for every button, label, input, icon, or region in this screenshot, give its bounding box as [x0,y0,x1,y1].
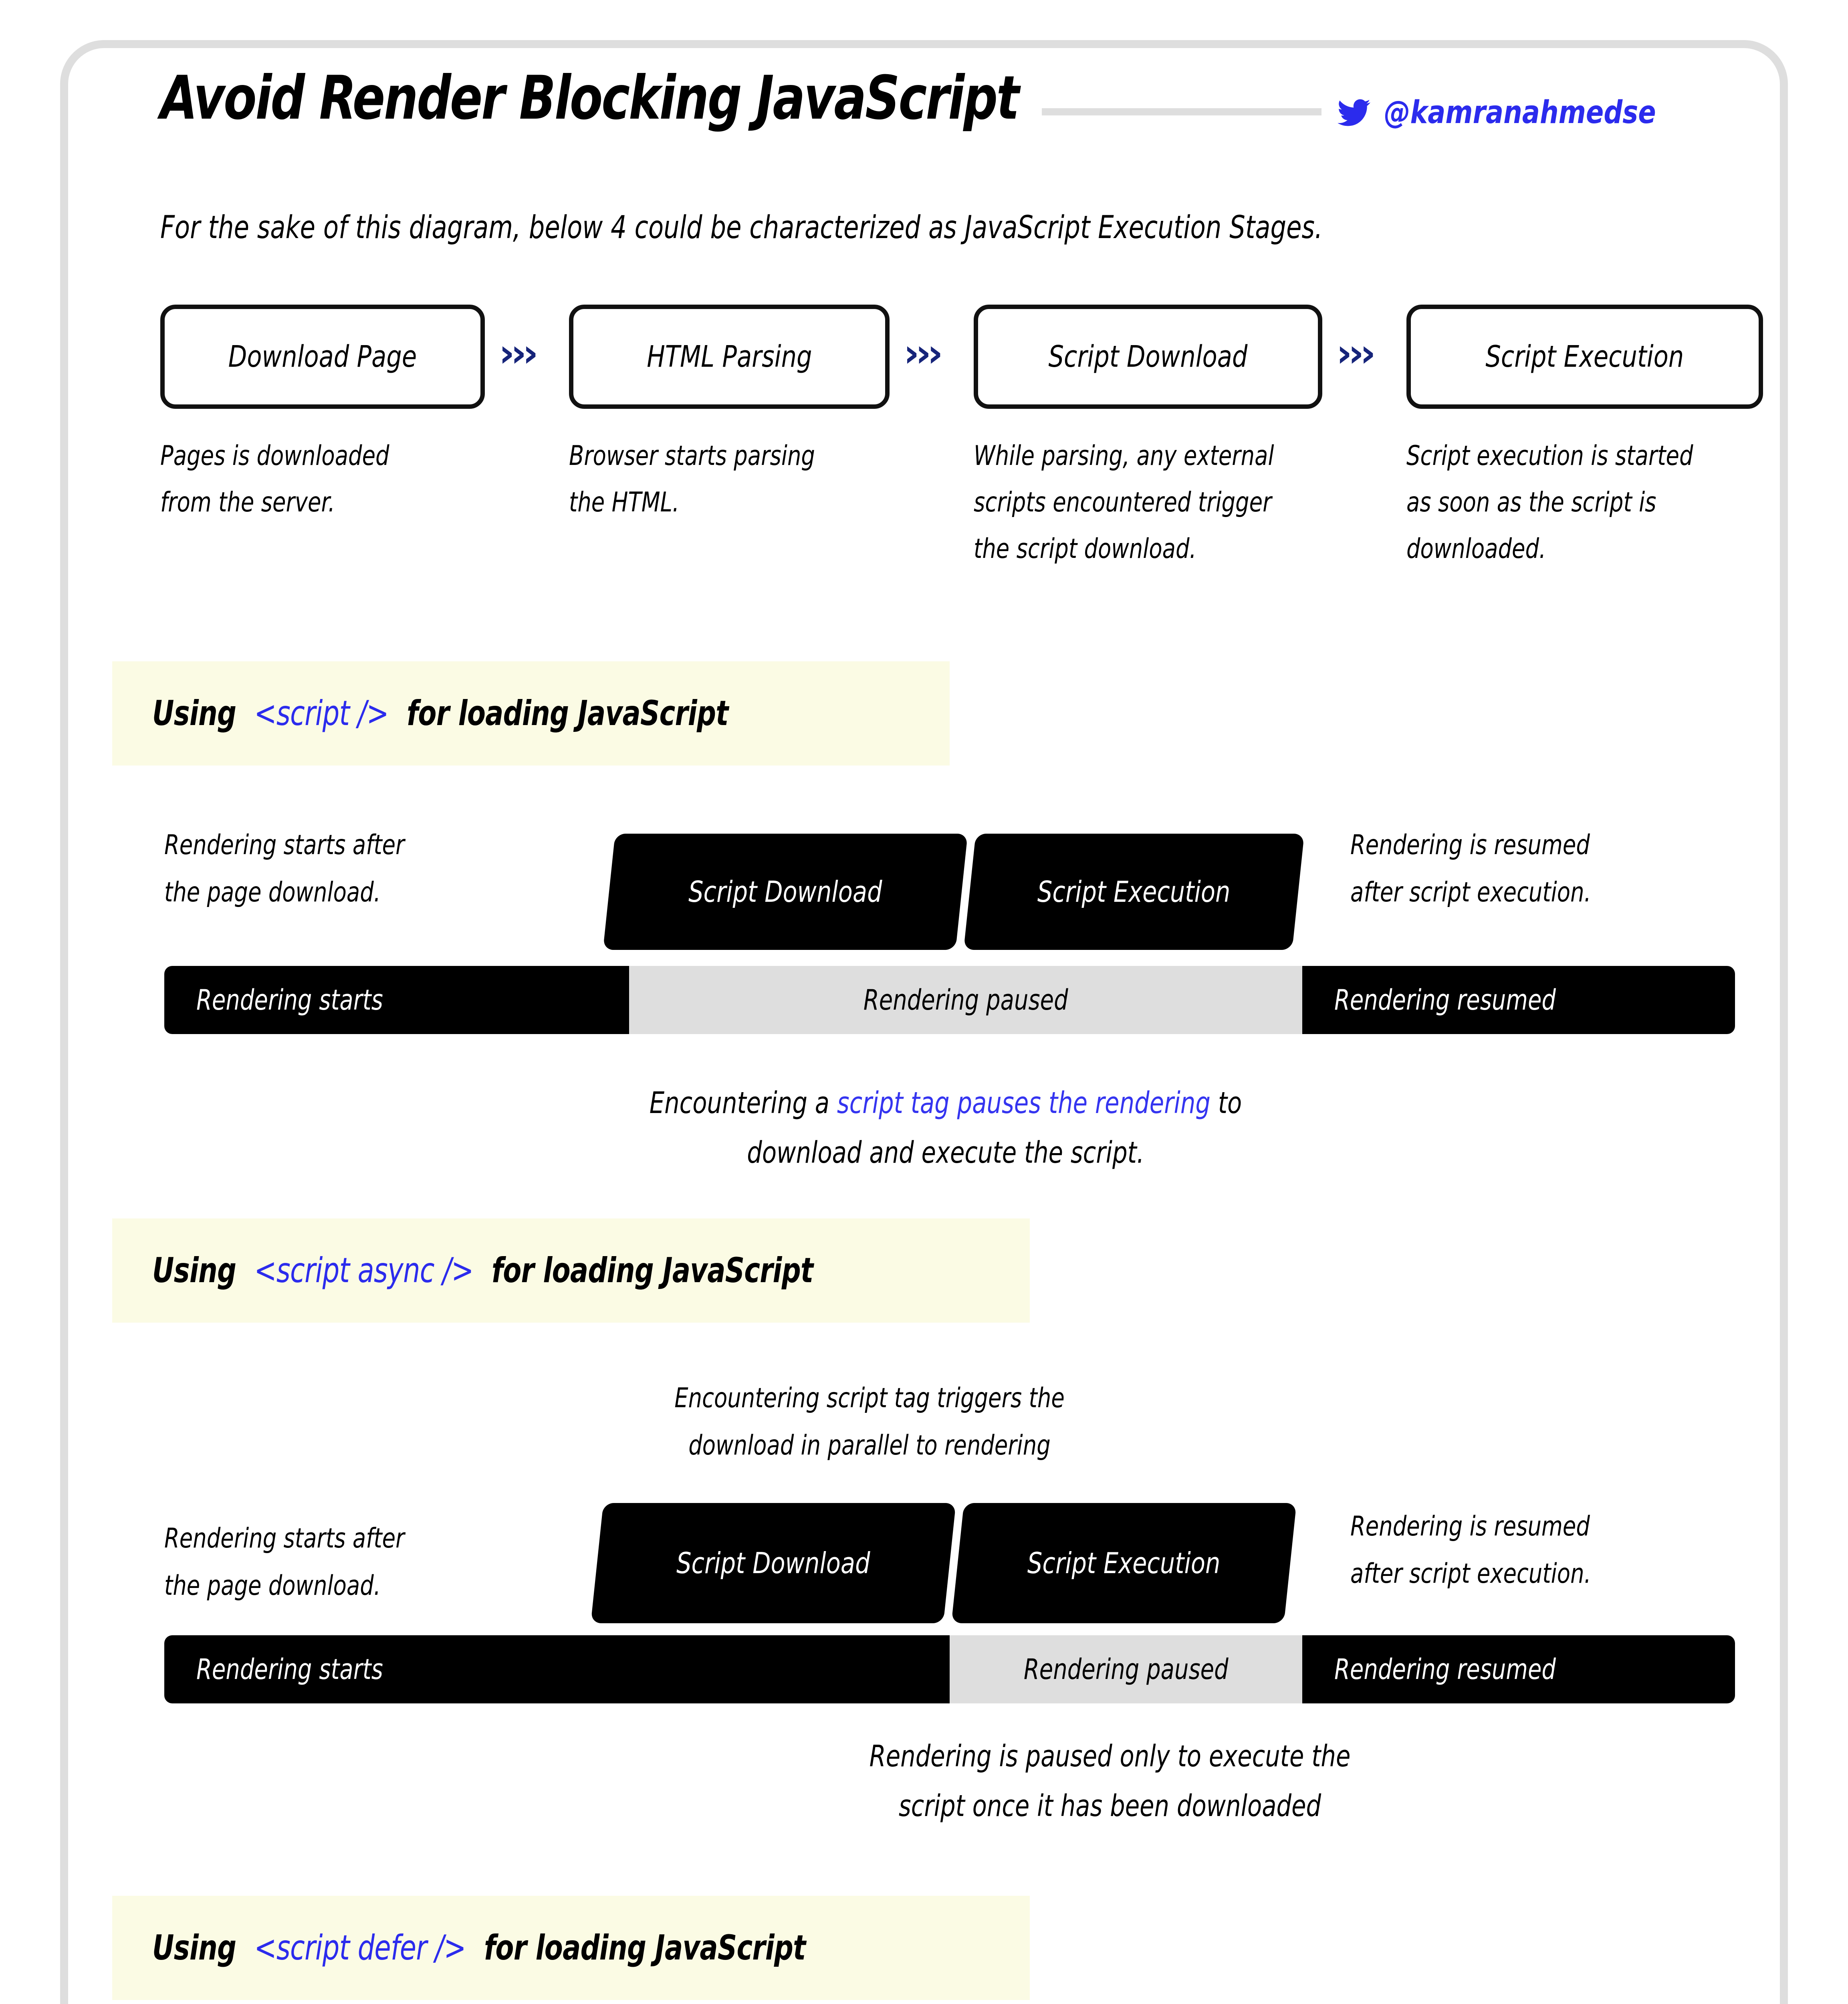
band-prefix: Using [152,1250,254,1291]
timeline-label: Rendering resumed [1334,984,1556,1016]
stage-separator-1: ››› [499,331,539,376]
stage-row: Download Page ››› HTML Parsing ››› Scrip… [160,305,1763,409]
timeline-label: Rendering starts [196,1653,383,1686]
stage-box-download-page[interactable]: Download Page [160,305,485,409]
band-text-script: Using <script /> for loading JavaScript [152,693,728,733]
timeline-async: Rendering starts Rendering paused Render… [164,1635,1735,1703]
band-prefix: Using [152,1928,254,1968]
timeline-seg-rendering-paused: Rendering paused [629,966,1302,1034]
caption-line-2: download and execute the script. [747,1135,1144,1170]
timeline-label: Rendering paused [1023,1653,1229,1686]
caption-highlight: script tag pauses the rendering [837,1086,1211,1120]
note-right-script: Rendering is resumed after script execut… [1350,829,1591,908]
band-code-script: <script /> [254,693,389,733]
page-title: Avoid Render Blocking JavaScript [160,68,1031,128]
stage-desc-html-parsing: Browser starts parsing the HTML. [569,440,815,518]
stage-desc-script-execution: Script execution is started as soon as t… [1406,440,1693,565]
band-text-defer: Using <script defer /> for loading JavaS… [152,1928,806,1968]
band-suffix: for loading JavaScript [388,693,728,733]
section-band-defer: Using <script defer /> for loading JavaS… [112,1896,1030,2000]
note-right-async: Rendering is resumed after script execut… [1350,1511,1591,1590]
caption-line-2: script once it has been downloaded [898,1789,1321,1823]
bar-script-execution-1: Script Execution [963,834,1305,950]
bar-label: Script Execution [1037,875,1231,909]
stage-label: HTML Parsing [646,339,812,374]
header-divider [1042,108,1402,115]
bar-script-download-1: Script Download [603,834,968,950]
caption-script: Encountering a script tag pauses the ren… [625,1078,1266,1178]
caption-text-a: Encountering a [649,1086,837,1120]
timeline-label: Rendering paused [863,984,1068,1016]
caption-text-b: to [1210,1086,1242,1120]
stage-separator-3: ››› [1336,331,1376,376]
stage-separator-2: ››› [904,331,943,376]
timeline-seg-rendering-resumed: Rendering resumed [1302,1635,1735,1703]
stage-box-html-parsing[interactable]: HTML Parsing [569,305,890,409]
note-top-async: Encountering script tag triggers the dow… [674,1382,1065,1461]
note-left-script: Rendering starts after the page download… [164,829,405,908]
stage-desc-download-page: Pages is downloaded from the server. [160,440,389,518]
stage-label: Download Page [228,339,417,374]
bar-script-execution-2: Script Execution [951,1503,1297,1623]
bar-label: Script Download [676,1546,870,1580]
stage-label: Script Execution [1485,339,1684,374]
author-handle-group[interactable]: @kamranahmedse [1321,96,1708,129]
twitter-handle-text: @kamranahmedse [1384,95,1656,131]
bar-label: Script Execution [1027,1546,1221,1580]
bar-label: Script Download [688,875,882,909]
band-code-defer: <script defer /> [254,1928,466,1968]
twitter-bird-icon [1338,99,1371,126]
stage-box-script-download[interactable]: Script Download [974,305,1322,409]
intro-text: For the sake of this diagram, below 4 co… [160,210,1323,246]
band-prefix: Using [152,693,254,733]
caption-line-1: Encountering a script tag pauses the ren… [625,1078,1266,1128]
timeline-seg-rendering-paused: Rendering paused [950,1635,1302,1703]
band-code-async: <script async /> [254,1250,474,1291]
header: Avoid Render Blocking JavaScript @kamran… [68,48,1780,172]
stage-desc-script-download: While parsing, any external scripts enco… [974,440,1274,565]
bar-script-download-2: Script Download [591,1503,956,1623]
stage-box-script-execution[interactable]: Script Execution [1406,305,1763,409]
timeline-seg-rendering-resumed: Rendering resumed [1302,966,1735,1034]
band-text-async: Using <script async /> for loading JavaS… [152,1250,813,1291]
caption-async: Rendering is paused only to execute the … [821,1731,1398,1831]
caption-line-1: Rendering is paused only to execute the [869,1739,1351,1774]
timeline-seg-rendering-starts: Rendering starts [164,966,629,1034]
stage-label: Script Download [1048,339,1248,374]
infographic-card: Avoid Render Blocking JavaScript @kamran… [60,40,1788,2004]
note-left-async: Rendering starts after the page download… [164,1523,405,1602]
section-band-async: Using <script async /> for loading JavaS… [112,1218,1030,1323]
timeline-seg-rendering-starts: Rendering starts [164,1635,950,1703]
timeline-script: Rendering starts Rendering paused Render… [164,966,1735,1034]
timeline-label: Rendering resumed [1334,1653,1556,1686]
band-suffix: for loading JavaScript [473,1250,813,1291]
timeline-label: Rendering starts [196,984,383,1016]
section-band-script: Using <script /> for loading JavaScript [112,661,950,766]
band-suffix: for loading JavaScript [466,1928,806,1968]
